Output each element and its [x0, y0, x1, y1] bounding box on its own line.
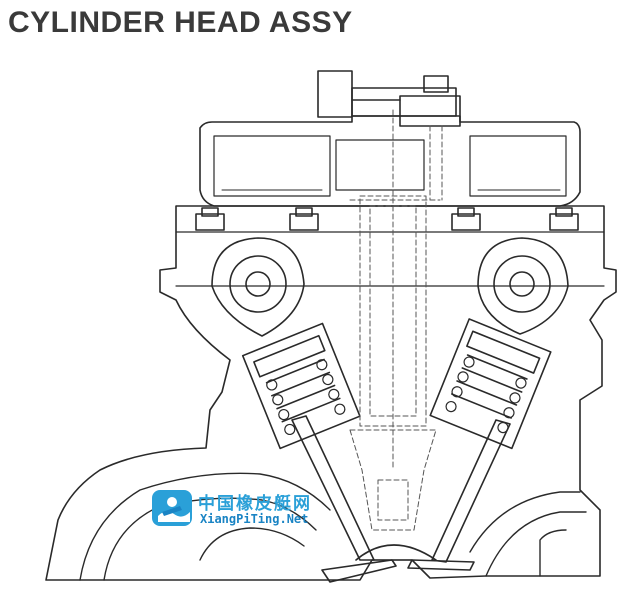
watermark: 中国橡皮艇网 XiangPiTing.Net [150, 488, 320, 532]
right-camshaft [477, 237, 569, 335]
combustion-chamber [355, 544, 437, 561]
top-fitting [317, 70, 461, 127]
left-valve-spring [241, 322, 361, 450]
head-cover [199, 115, 581, 207]
cam-bolts [195, 207, 579, 231]
left-camshaft [211, 237, 305, 337]
right-valve-spring [429, 318, 552, 450]
left-port [79, 472, 331, 581]
watermark-logo-icon [152, 490, 192, 526]
watermark-text-en: XiangPiTing.Net [200, 512, 309, 526]
watermark-text-cn: 中国橡皮艇网 [198, 494, 312, 514]
page-title: CYLINDER HEAD ASSY [8, 6, 353, 39]
spark-plug-bore [349, 109, 443, 531]
right-port [469, 491, 587, 577]
head-casting [45, 205, 617, 581]
right-valve-stem [407, 419, 511, 571]
